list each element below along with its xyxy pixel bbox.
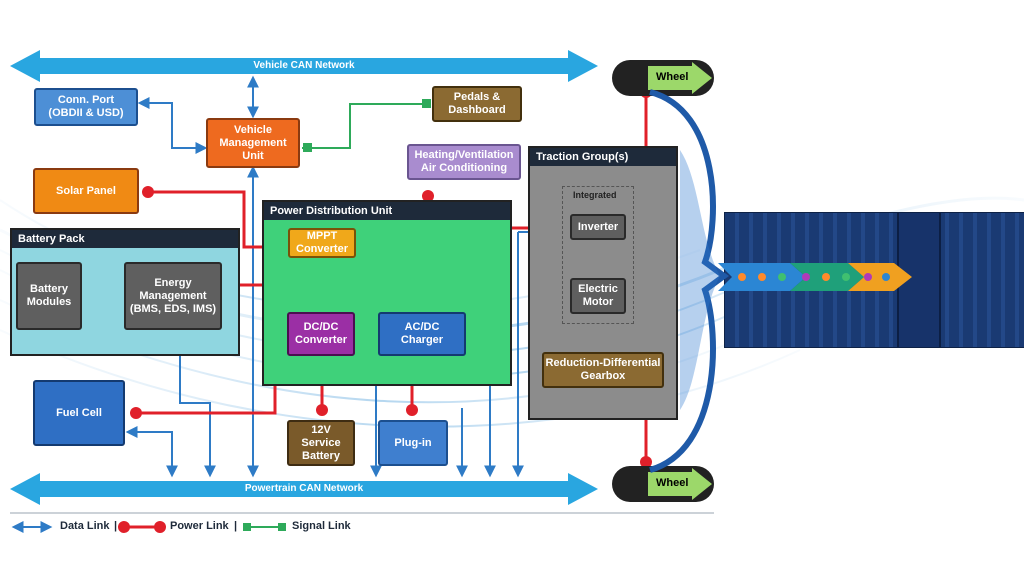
dcdc-converter-node: DC/DC Converter [287, 312, 355, 356]
legend-separator-2: | [234, 520, 238, 532]
electric-motor-node: Electric Motor [570, 278, 626, 314]
solar-panel-node: Solar Panel [33, 168, 139, 214]
wheel-bottom-label: Wheel [656, 477, 689, 489]
conn-port-node: Conn. Port (OBDII & USD) [34, 88, 138, 126]
acdc-charger-node: AC/DC Charger [378, 312, 466, 356]
powertrain-can-arrow [10, 473, 598, 505]
legend-separator-1: | [114, 520, 118, 532]
inverter-node: Inverter [570, 214, 626, 240]
vehicle-can-label: Vehicle CAN Network [253, 60, 355, 71]
fuel-cell-node: Fuel Cell [33, 380, 125, 446]
wheel-bottom-shape [612, 466, 714, 502]
service-battery-node: 12V Service Battery [287, 420, 355, 466]
battery-pack-title: Battery Pack [12, 230, 238, 248]
battery-modules-node: Battery Modules [16, 262, 82, 330]
legend-power-link: Power Link [170, 520, 229, 532]
integrated-label: Integrated [573, 190, 617, 200]
hvac-node: Heating/Ventilation Air Conditioning [407, 144, 521, 180]
gearbox-node: Reduction-Differential Gearbox [542, 352, 664, 388]
integrated-group [562, 186, 634, 324]
vehicle-can-arrow [10, 50, 598, 82]
mppt-converter-node: MPPT Converter [288, 228, 356, 258]
vehicle-management-unit-node: Vehicle Management Unit [206, 118, 300, 168]
wheel-top-shape [612, 60, 714, 96]
legend-data-link: Data Link [60, 520, 110, 532]
legend-signal-link: Signal Link [292, 520, 351, 532]
powertrain-can-label: Powertrain CAN Network [244, 483, 364, 494]
pdu-title: Power Distribution Unit [264, 202, 510, 220]
wheel-top-label: Wheel [656, 71, 689, 83]
plug-in-node: Plug-in [378, 420, 448, 466]
energy-management-node: Energy Management (BMS, EDS, IMS) [124, 262, 222, 330]
traction-title: Traction Group(s) [530, 148, 676, 166]
pedals-dashboard-node: Pedals & Dashboard [432, 86, 522, 122]
